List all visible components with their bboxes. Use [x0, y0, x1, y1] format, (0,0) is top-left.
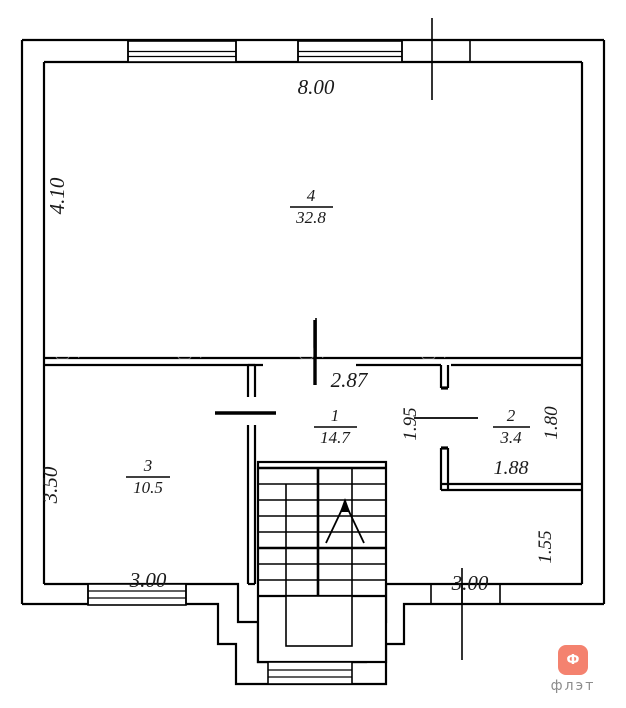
- window-top-right: [297, 40, 403, 63]
- room-tag-1: 1 14.7: [314, 406, 357, 447]
- dimension-label: 4.10: [45, 177, 69, 214]
- dimension-label: 3.00: [129, 568, 167, 592]
- room-2-walls: [439, 365, 582, 492]
- dimension-labels: 8.00 4.10 2.87 3.50 3.00 3.00 1.95 1.80 …: [38, 75, 562, 595]
- watermark-text: флэт: [196, 346, 233, 359]
- section-marks: [315, 18, 463, 660]
- watermark-text: флэт: [74, 346, 111, 359]
- brand-logo-mark: Ф: [558, 645, 588, 675]
- room-tag-4: 4 32.8: [290, 186, 333, 227]
- watermark-band: флэт флэт флэт флэт: [55, 345, 477, 360]
- dimension-label: 3.50: [38, 466, 62, 504]
- brand-logo-glyph: Ф: [566, 652, 580, 668]
- dimension-label: 1.80: [541, 406, 562, 440]
- dimension-label: 1.88: [494, 457, 529, 479]
- room-area: 32.8: [295, 208, 326, 227]
- window-top-left: [127, 40, 237, 63]
- room-number: 4: [307, 186, 316, 205]
- entry-door-bottom: [267, 661, 353, 685]
- room-number: 2: [507, 406, 516, 425]
- watermark-text: флэт: [440, 346, 477, 359]
- partition-horizontal-main: [44, 356, 582, 367]
- room-tag-2: 2 3.4: [493, 406, 530, 447]
- brand-logo-text: флэт: [550, 678, 596, 694]
- dimension-label: 1.95: [400, 407, 421, 440]
- brand-logo: Ф флэт: [536, 645, 610, 694]
- top-wall-jambs: [127, 41, 471, 62]
- partition-room3-right: [246, 363, 257, 586]
- room-area: 3.4: [499, 428, 522, 447]
- room-area: 14.7: [320, 428, 351, 447]
- dimension-label: 1.55: [535, 530, 556, 563]
- room-tag-3: 3 10.5: [126, 456, 170, 497]
- watermark-text: флэт: [318, 346, 355, 359]
- staircase: [256, 460, 388, 664]
- dimension-label: 8.00: [298, 75, 335, 99]
- room-number: 1: [331, 406, 340, 425]
- dimension-label: 2.87: [331, 368, 369, 392]
- room-area: 10.5: [133, 478, 163, 497]
- room-number: 3: [143, 456, 153, 475]
- dimension-label: 3.00: [451, 571, 489, 595]
